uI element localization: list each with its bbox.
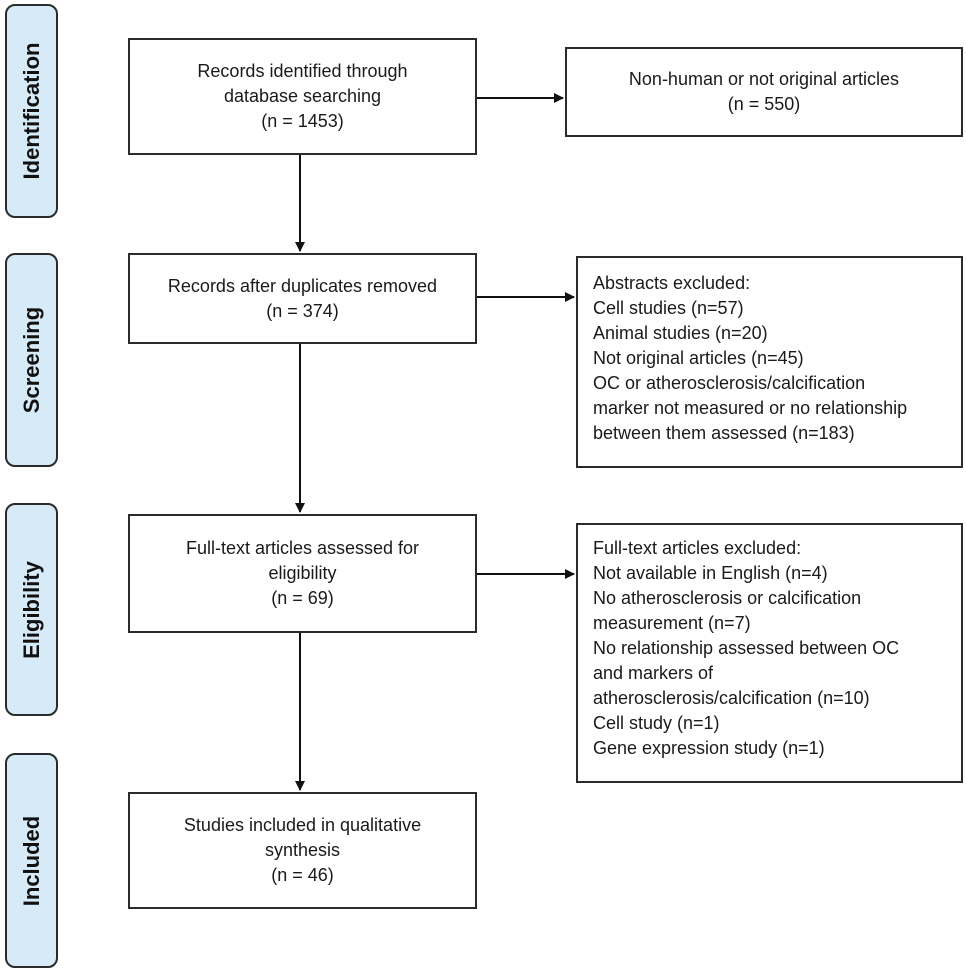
full-text-excluded-box: Full-text articles excluded: Not availab… bbox=[576, 523, 963, 783]
box-line: (n = 46) bbox=[271, 865, 334, 885]
box-line: Gene expression study (n=1) bbox=[593, 738, 825, 758]
abstracts-excluded-box: Abstracts excluded: Cell studies (n=57) … bbox=[576, 256, 963, 468]
box-line: Not available in English (n=4) bbox=[593, 563, 828, 583]
box-line: between them assessed (n=183) bbox=[593, 423, 855, 443]
phase-included: Included bbox=[5, 753, 58, 968]
full-text-assessed-box: Full-text articles assessed for eligibil… bbox=[128, 514, 477, 633]
box-line: Studies included in qualitative bbox=[183, 815, 422, 835]
phase-identification: Identification bbox=[5, 4, 58, 218]
box-line: (n = 69) bbox=[271, 588, 334, 608]
phase-eligibility: Eligibility bbox=[5, 503, 58, 716]
box-line: measurement (n=7) bbox=[593, 613, 751, 633]
box-line: No atherosclerosis or calcification bbox=[593, 588, 862, 608]
box-line: Records identified through bbox=[197, 61, 408, 81]
box-line: Animal studies (n=20) bbox=[593, 323, 768, 343]
box-line: Records after duplicates removed bbox=[167, 275, 438, 296]
records-after-duplicates-box: Records after duplicates removed (n = 37… bbox=[128, 253, 477, 344]
box-line: Cell study (n=1) bbox=[593, 713, 720, 733]
box-line: (n = 1453) bbox=[261, 111, 344, 131]
non-human-excluded-box: Non-human or not original articles (n = … bbox=[565, 47, 963, 137]
box-line: Full-text articles assessed for bbox=[185, 538, 420, 558]
box-line: Not original articles (n=45) bbox=[593, 348, 804, 368]
studies-included-box: Studies included in qualitative synthesi… bbox=[128, 792, 477, 909]
box-line: (n = 374) bbox=[266, 300, 339, 321]
box-line: (n = 550) bbox=[727, 94, 801, 114]
box-line: OC or atherosclerosis/calcification bbox=[593, 373, 866, 393]
box-line: synthesis bbox=[264, 840, 341, 860]
box-line: eligibility bbox=[268, 563, 337, 583]
box-line: atherosclerosis/calcification (n=10) bbox=[593, 688, 870, 708]
box-line: and markers of bbox=[593, 663, 714, 683]
records-identified-box: Records identified through database sear… bbox=[128, 38, 477, 155]
box-line: Abstracts excluded: bbox=[593, 273, 751, 293]
phase-screening: Screening bbox=[5, 253, 58, 467]
box-line: No relationship assessed between OC bbox=[593, 638, 900, 658]
box-line: database searching bbox=[223, 86, 382, 106]
box-line: Non-human or not original articles bbox=[628, 69, 900, 89]
box-line: marker not measured or no relationship bbox=[593, 398, 908, 418]
box-line: Full-text articles excluded: bbox=[593, 538, 802, 558]
box-line: Cell studies (n=57) bbox=[593, 298, 744, 318]
